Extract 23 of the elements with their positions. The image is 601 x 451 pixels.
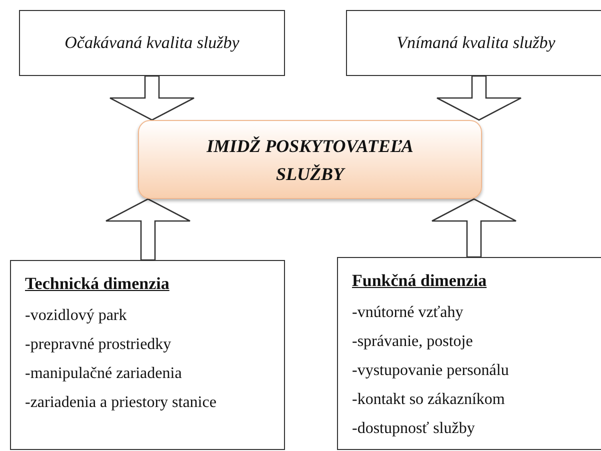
box-heading: Technická dimenzia [25,273,170,295]
list-item: -kontakt so zákazníkom [352,390,505,410]
block-arrow [105,198,191,261]
rounded-box [138,120,482,199]
list-item: -vozidlový park [25,306,127,326]
box-label: Očakávaná kvalita služby [64,32,240,54]
list-box [337,257,601,450]
list-item: -vystupovanie personálu [352,361,509,381]
block-arrow [436,75,522,121]
box-heading: Funkčná dimenzia [352,270,487,292]
box-title: IMIDŽ POSKYTOVATEĽA SLUŽBY [206,134,414,186]
list-box [10,260,285,450]
text-box [19,10,285,76]
box-label: Vnímaná kvalita služby [396,32,556,54]
block-arrow [109,75,195,121]
list-item: -správanie, postoje [352,332,473,352]
list-item: -manipulačné zariadenia [25,364,182,384]
text-box [346,10,601,76]
list-item: -vnútorné vzťahy [352,303,464,323]
list-item: -prepravné prostriedky [25,335,172,355]
list-item: -dostupnosť služby [352,419,475,439]
list-item: -zariadenia a priestory stanice [25,393,216,413]
block-arrow [431,198,517,258]
